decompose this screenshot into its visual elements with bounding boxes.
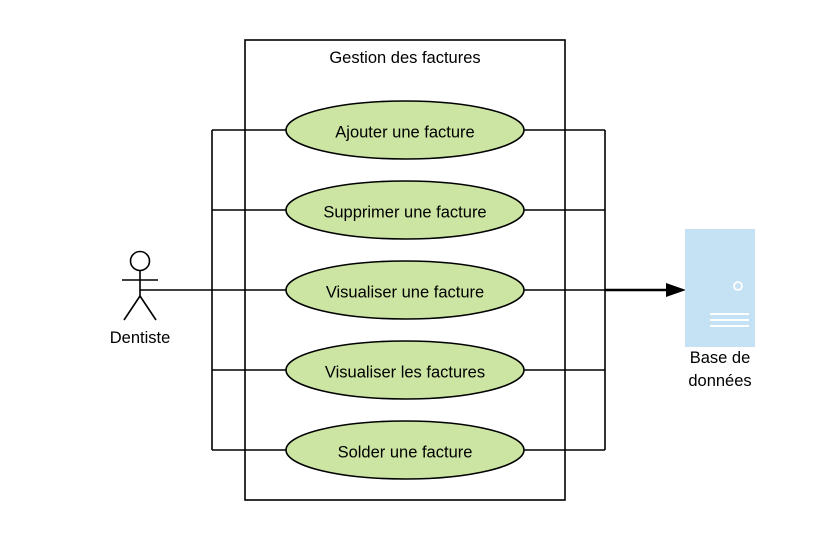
use-case-visualiser-une: Visualiser une facture [285,260,525,320]
database-label-line1: Base de [690,349,751,367]
use-case-solder: Solder une facture [285,420,525,480]
actor-dentiste [122,250,158,321]
database-label-line2: données [688,372,751,390]
database-arrow-head [666,283,686,297]
database-body [685,229,755,347]
database-icon [685,229,755,347]
use-case-visualiser-les: Visualiser les factures [285,340,525,400]
use-case-supprimer: Supprimer une facture [285,180,525,240]
system-title: Gestion des factures [329,49,480,67]
use-case-label: Solder une facture [338,443,473,461]
use-case-ellipse [285,100,525,160]
use-case-label: Supprimer une facture [323,203,486,221]
actor-left-leg [123,295,141,321]
left-connectors [140,129,287,451]
use-case-label: Ajouter une facture [335,123,474,141]
use-case-ellipse [285,260,525,320]
actor-head [129,250,151,272]
use-case-label: Visualiser une facture [326,283,484,301]
use-case-ellipse [285,420,525,480]
use-case-ellipse [285,340,525,400]
use-case-ajouter: Ajouter une facture [285,100,525,160]
database-indicator [733,281,743,291]
use-case-ellipse [285,180,525,240]
actor-label: Dentiste [110,329,171,347]
actor-right-leg [139,295,157,321]
use-case-label: Visualiser les factures [325,363,485,381]
